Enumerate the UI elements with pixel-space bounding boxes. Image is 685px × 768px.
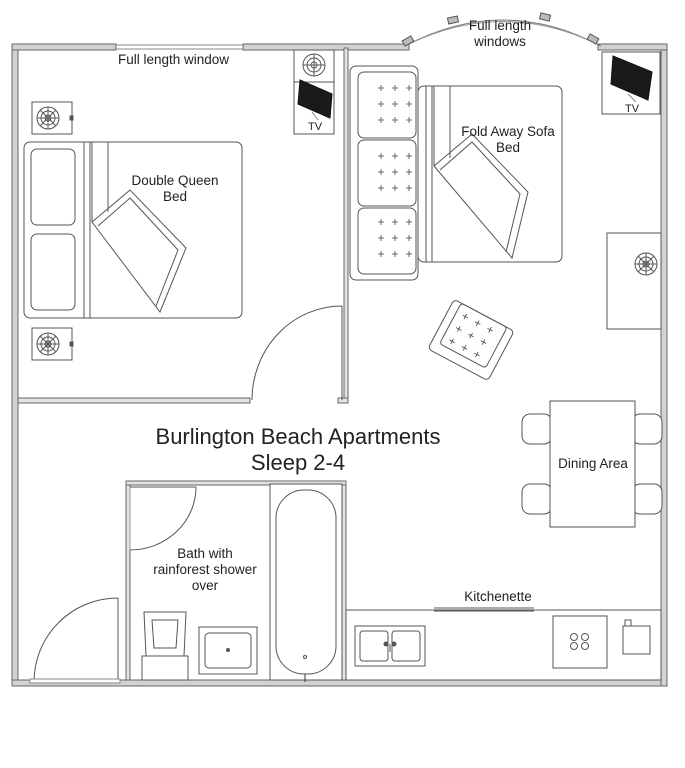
dining-area-label: Dining Area	[558, 456, 628, 471]
kitchenette-label: Kitchenette	[464, 589, 532, 604]
sink-icon	[354, 625, 426, 667]
bath-label-line1: Bath with	[177, 546, 233, 561]
fan-icon	[31, 327, 74, 361]
fan-icon	[606, 232, 662, 330]
sofa-bed-label: Fold Away Sofa Bed	[443, 124, 573, 156]
tv-label-lounge: TV	[624, 103, 640, 115]
sofa-bed-label-line2: Bed	[495, 140, 521, 156]
window-left	[116, 44, 243, 50]
page-title-line2: Sleep 2-4	[250, 450, 346, 476]
bay-window	[401, 12, 602, 47]
double-queen-bed-label: Double Queen Bed	[110, 173, 240, 205]
dining-table	[521, 400, 663, 528]
window-label: Full length window	[118, 52, 230, 67]
entry-door	[29, 597, 121, 684]
cooktop-icon	[552, 615, 608, 669]
page-title: Burlington Beach Apartments Sleep 2-4	[118, 424, 478, 477]
page-title-line1: Burlington Beach Apartments	[155, 424, 441, 449]
fan-icon	[31, 101, 74, 135]
bay-window-label-line2: windows	[474, 34, 526, 50]
bath-label-line2: rainforest shower	[153, 562, 257, 578]
sofa-bed-label-line1: Fold Away Sofa	[461, 124, 555, 139]
bathroom-door	[129, 486, 197, 551]
double-queen-bed-label-line1: Double Queen	[131, 173, 219, 188]
bedroom-door	[251, 305, 343, 401]
bathtub	[269, 483, 343, 682]
appliance	[622, 619, 651, 655]
bay-window-label-line1: Full length	[468, 18, 532, 33]
bath-label-line3: over	[191, 578, 219, 594]
toilet-icon	[141, 611, 189, 681]
tv-icon	[601, 51, 661, 115]
armchair-icon	[428, 300, 514, 380]
bay-window-label: Full length windows	[450, 18, 550, 50]
double-queen-bed	[23, 141, 243, 319]
tv-label-bedroom: TV	[307, 121, 323, 133]
fold-away-sofa-bed	[349, 65, 563, 281]
outer-walls	[11, 43, 668, 687]
double-queen-bed-label-line2: Bed	[162, 189, 188, 205]
tv-icon	[293, 49, 335, 135]
bath-label: Bath with rainforest shower over	[140, 546, 270, 595]
sink-icon	[198, 626, 258, 675]
